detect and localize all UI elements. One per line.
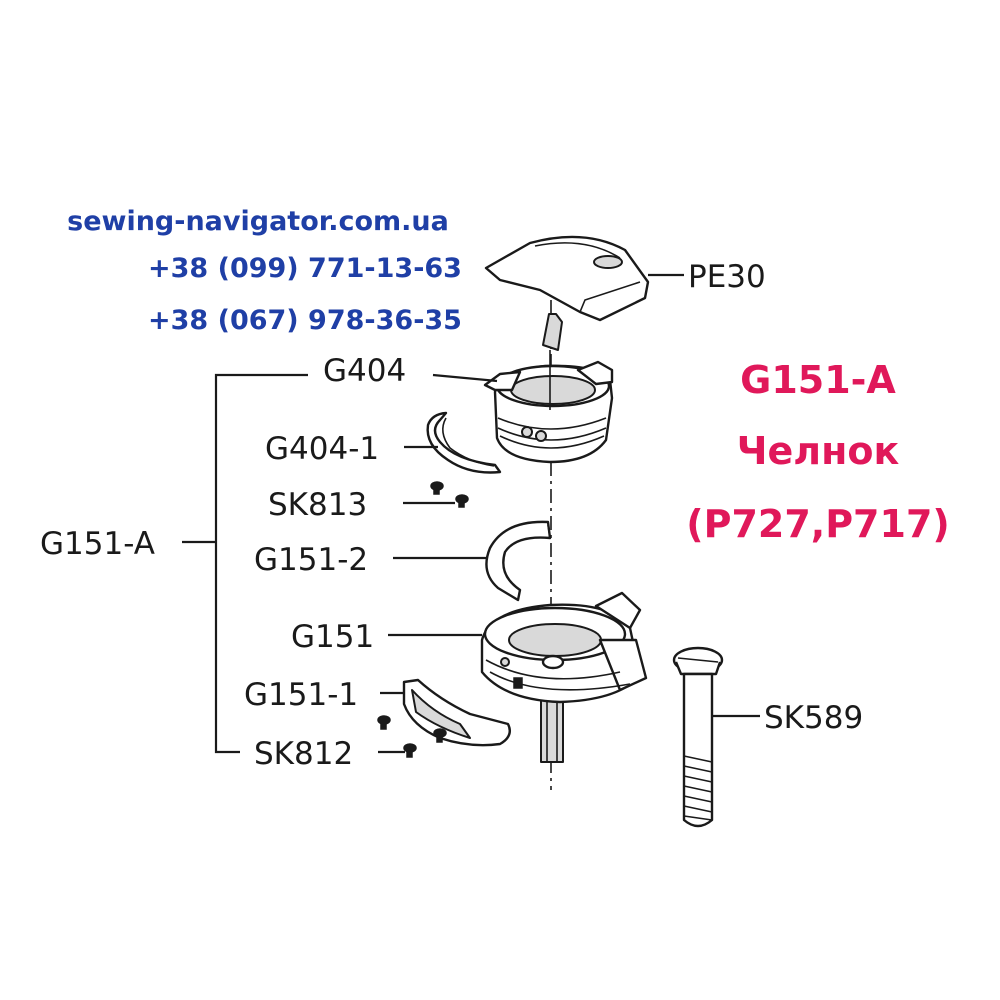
- product-models: (P727,P717): [686, 502, 950, 546]
- label-g151: G151: [291, 619, 374, 655]
- product-code: G151-A: [740, 358, 896, 402]
- website-text: sewing-navigator.com.ua: [67, 206, 449, 237]
- label-g404: G404: [323, 353, 406, 389]
- product-name: Челнок: [737, 429, 900, 473]
- label-g151-2: G151-2: [254, 542, 368, 578]
- g151-1-gib: [402, 678, 511, 747]
- label-g404-1: G404-1: [265, 431, 379, 467]
- g151-2-ring: [485, 520, 552, 602]
- sk813-screws: [430, 481, 469, 508]
- g404-bobbin-case: [483, 313, 614, 464]
- g404-leader: [432, 373, 498, 383]
- label-sk812: SK812: [254, 736, 353, 772]
- sk812-screws: [377, 715, 447, 758]
- g151a-bracket-top: [214, 373, 308, 535]
- label-sk813: SK813: [268, 487, 367, 523]
- label-g151-1: G151-1: [244, 677, 358, 713]
- g404-1-latch: [426, 411, 502, 474]
- g151a-bracket-bottom: [214, 535, 240, 754]
- label-g151-a: G151-A: [40, 526, 155, 562]
- phone-2-text: +38 (067) 978-36-35: [148, 305, 462, 336]
- label-sk589: SK589: [764, 700, 863, 736]
- sk589-screw: [672, 646, 724, 828]
- g151-rotary-hook: [480, 591, 648, 763]
- label-pe30: PE30: [688, 259, 766, 295]
- pe30-cover-plate: [484, 235, 650, 322]
- phone-1-text: +38 (099) 771-13-63: [148, 253, 462, 284]
